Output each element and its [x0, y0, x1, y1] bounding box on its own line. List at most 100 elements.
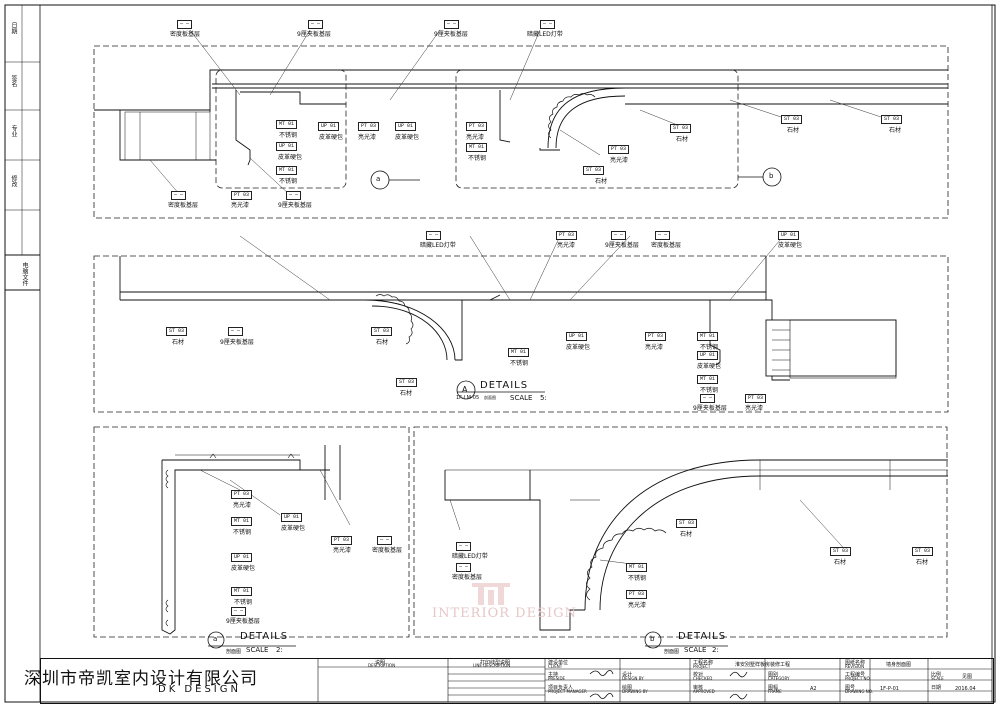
line-desc-cn: 打印线型说明: [480, 660, 511, 666]
label-wood-base: 密度板基层: [168, 202, 199, 209]
project-cn: 工程名称: [693, 660, 714, 666]
detail-b-sub: 剖面图: [664, 649, 680, 655]
frame-value: A2: [810, 686, 817, 692]
tag-mt01: MT 01: [231, 517, 253, 526]
tag-pt03: PT 03: [745, 394, 767, 403]
label-stainless: 不锈钢: [700, 344, 719, 351]
approved-en: APPROVED: [693, 689, 715, 694]
scale-en: SCALE: [931, 676, 944, 681]
section-marker-b-label: b: [769, 172, 774, 180]
sidebar-major: 专业: [10, 125, 17, 137]
label-stainless: 不锈钢: [510, 360, 529, 367]
tag-st03: ST 03: [881, 115, 903, 124]
detail-b-scale: 2:: [712, 646, 719, 654]
label-wood-base: 密度板基层: [651, 242, 682, 249]
label-wood-base: 密度板基层: [170, 31, 201, 38]
detail-b-title: DETAILS: [678, 631, 727, 642]
label-leather: 皮革硬包: [319, 134, 344, 141]
section-marker-a-label: a: [376, 175, 381, 183]
label-stone: 石材: [834, 559, 847, 566]
line-desc-en: LINE DESCRIPTION: [473, 663, 511, 668]
label-paint: 亮光漆: [358, 134, 377, 141]
detail-b-letter: b: [650, 635, 655, 643]
tag-pt03: PT 03: [645, 332, 667, 341]
label-stainless: 不锈钢: [468, 155, 487, 162]
tag-mt01: MT 01: [231, 587, 253, 596]
detail-A-sub: 剖面图: [484, 395, 496, 400]
title-block: [40, 658, 994, 704]
detail-b-frame: [413, 426, 948, 638]
label-stainless: 不锈钢: [233, 529, 252, 536]
tag-pt03: PT 03: [556, 231, 578, 240]
client-cn: 建设单位: [548, 660, 569, 666]
label-ply9: 9厘夹板基层: [226, 618, 260, 625]
label-leather: 皮革硬包: [395, 134, 420, 141]
scale-value: 见图: [962, 674, 973, 680]
detail-a-scale-label: SCALE: [246, 646, 269, 654]
tag-st03: ST 03: [166, 327, 188, 336]
preside-en: PRESIDE: [548, 676, 566, 681]
label-paint: 亮光漆: [628, 602, 647, 609]
tag-pt03: PT 03: [626, 590, 648, 599]
label-stone: 石材: [676, 136, 689, 143]
detail-A-marker: [456, 380, 476, 400]
category-cn: 图别: [768, 672, 779, 678]
detail-b-scale-label: SCALE: [684, 646, 707, 654]
tag-blank: — —: [426, 231, 442, 240]
design-en: DESIGN BY: [622, 676, 644, 681]
label-leather: 皮革硬包: [566, 344, 591, 351]
tag-st03: ST 03: [583, 166, 605, 175]
label-paint: 亮光漆: [610, 157, 629, 164]
label-led: 暗藏LED灯带: [420, 242, 456, 249]
tag-st03: ST 03: [371, 327, 393, 336]
date-cn: 日期: [931, 685, 942, 691]
tag-blank: — —: [611, 231, 627, 240]
drawing-name-en: REVISION: [845, 664, 865, 669]
tag-pt03: PT 03: [358, 122, 380, 131]
tag-st03: ST 03: [676, 519, 698, 528]
label-paint: 亮光漆: [645, 344, 664, 351]
label-stone: 石材: [595, 178, 608, 185]
notes-en: DESCRIPTION: [368, 663, 396, 668]
label-stainless: 不锈钢: [700, 387, 719, 394]
sidebar-sign: 签名: [10, 75, 17, 87]
approved-cn: 审核: [693, 685, 704, 691]
label-led: 暗藏LED灯带: [527, 31, 563, 38]
tag-mt01: MT 01: [466, 143, 488, 152]
tag-blank: — —: [540, 20, 556, 29]
checked-cn: 校对: [693, 672, 704, 678]
tag-blank: — —: [171, 191, 187, 200]
tag-blank: — —: [177, 20, 193, 29]
label-leather: 皮革硬包: [231, 565, 256, 572]
project-name: 淮安別墅样板房装修工程: [735, 662, 791, 668]
tag-blank: — —: [231, 607, 247, 616]
tag-up01: UP 01: [778, 231, 800, 240]
tag-pt03: PT 03: [231, 191, 253, 200]
tag-blank: — —: [655, 231, 671, 240]
tag-pt03: PT 03: [231, 490, 253, 499]
sidebar-date: 日期: [10, 22, 17, 34]
tag-blank: — —: [456, 542, 472, 551]
tag-st03: ST 03: [670, 124, 692, 133]
company-name-en: DK DESIGN: [158, 684, 241, 695]
drawing-no: 1F-P-01: [880, 686, 899, 692]
label-leather: 皮革硬包: [278, 154, 303, 161]
label-paint: 亮光漆: [745, 405, 764, 412]
tag-mt01: MT 01: [508, 348, 530, 357]
label-stone: 石材: [787, 127, 800, 134]
tag-up01: UP 01: [231, 553, 253, 562]
label-ply9: 9厘夹板基层: [297, 31, 331, 38]
sidebar-modify: 修改: [10, 175, 17, 187]
tag-mt01: MT 01: [276, 120, 298, 129]
label-ply9: 9厘夹板基层: [278, 202, 312, 209]
label-stone: 石材: [172, 339, 185, 346]
detail-a-frame: [93, 426, 410, 638]
label-paint: 亮光漆: [231, 202, 250, 209]
checked-en: CHECKED: [693, 676, 713, 681]
tag-up01: UP 01: [697, 351, 719, 360]
tag-up01: UP 01: [281, 513, 303, 522]
tag-st03: ST 03: [912, 547, 934, 556]
notes-cn: 说明: [375, 660, 386, 666]
